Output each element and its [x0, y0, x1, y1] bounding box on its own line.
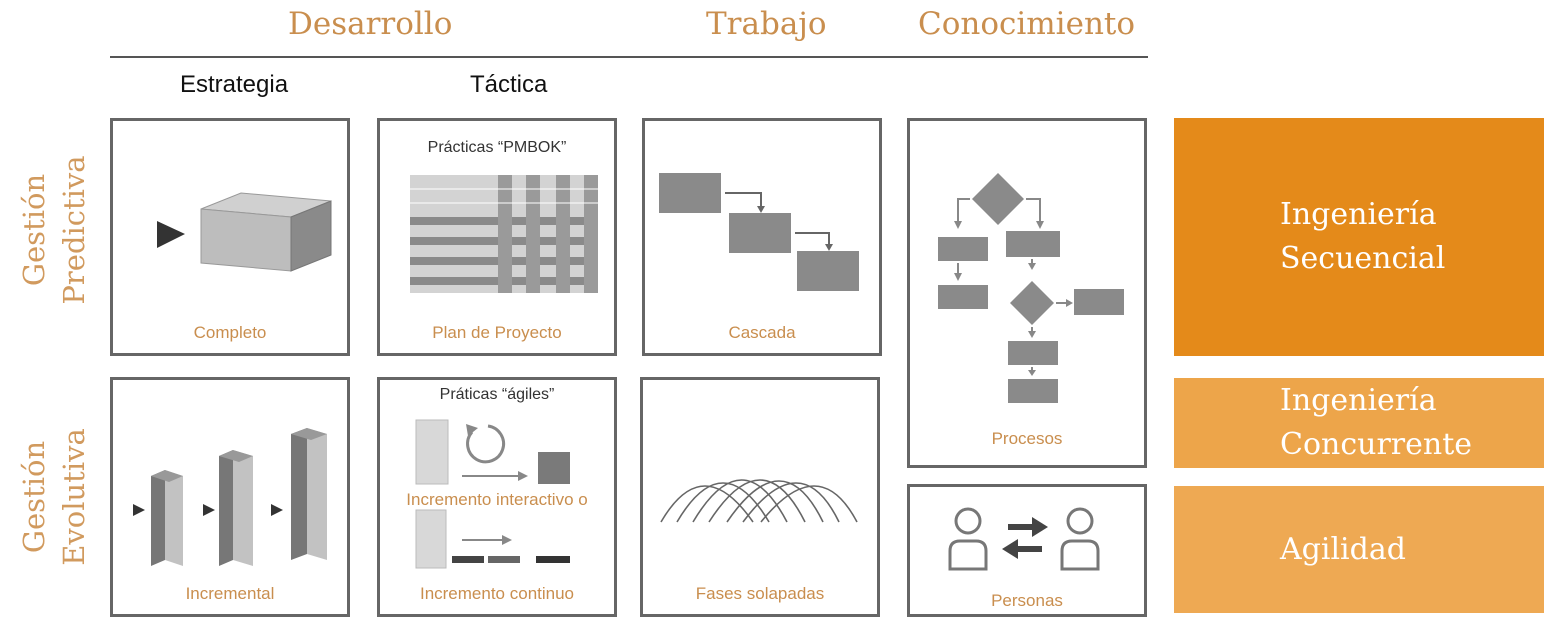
- cell-personas: Personas: [907, 484, 1147, 617]
- caption-completo: Completo: [193, 323, 267, 342]
- band-2-line2: Concurrente: [1280, 427, 1473, 462]
- header-trabajo: Trabajo: [706, 6, 827, 42]
- row-label-evolutiva: Gestión Evolutiva: [14, 382, 94, 612]
- people-exchange-icon: [948, 507, 1100, 571]
- caption-procesos: Procesos: [991, 429, 1063, 448]
- band-agilidad: Agilidad: [1174, 486, 1544, 613]
- cell-cascada: Cascada: [642, 118, 882, 356]
- cell-plan-proyecto: Prácticas “PMBOK” Plan de Proyecto: [377, 118, 617, 356]
- band-3-line1: Agilidad: [1280, 531, 1406, 567]
- incremental-blocks-icon: [133, 428, 327, 566]
- iteration-icon: [415, 419, 570, 569]
- subheader-estrategia: Estrategia: [180, 71, 289, 98]
- band-ingenieria-concurrente: Ingeniería Concurrente: [1174, 378, 1544, 468]
- waterfall-icon: [659, 173, 859, 291]
- header-desarrollo: Desarrollo: [288, 6, 453, 42]
- band-1-line1: Ingeniería: [1280, 197, 1437, 232]
- caption-personas: Personas: [991, 591, 1063, 610]
- plan-title: Prácticas “PMBOK”: [427, 139, 567, 156]
- header-divider: [110, 56, 1148, 58]
- band-2-line1: Ingeniería: [1280, 383, 1437, 418]
- cell-incremental: Incremental: [110, 377, 350, 617]
- caption-incremento-interactivo: Incremento interactivo o: [406, 490, 588, 509]
- caption-fases: Fases solapadas: [695, 584, 825, 603]
- caption-incremental: Incremental: [185, 584, 275, 603]
- agiles-title: Práticas “ágiles”: [439, 386, 555, 403]
- caption-incremento-continuo: Incremento continuo: [419, 584, 575, 603]
- cell-completo: Completo: [110, 118, 350, 356]
- caption-cascada: Cascada: [728, 323, 796, 342]
- row-label-predictiva: Gestión Predictiva: [14, 120, 94, 340]
- caption-plan: Plan de Proyecto: [432, 323, 562, 342]
- header-conocimiento: Conocimiento: [918, 6, 1136, 42]
- flowchart-icon: [938, 173, 1124, 403]
- subheader-tactica: Táctica: [470, 71, 548, 98]
- row-label-predictiva-line2: Predictiva: [57, 155, 91, 305]
- overlapping-phases-icon: [660, 479, 858, 523]
- row-label-evolutiva-line1: Gestión: [17, 440, 51, 554]
- row-label-evolutiva-line2: Evolutiva: [57, 428, 91, 566]
- band-ingenieria-secuencial: Ingeniería Secuencial: [1174, 118, 1544, 356]
- row-label-predictiva-line1: Gestión: [17, 173, 51, 287]
- cell-procesos: Procesos: [907, 118, 1147, 468]
- gantt-table-icon: [410, 175, 598, 293]
- cell-agiles: Práticas “ágiles” Incremento interactivo…: [377, 377, 617, 617]
- band-1-line2: Secuencial: [1280, 241, 1446, 276]
- cell-fases: Fases solapadas: [640, 377, 880, 617]
- box-icon: [157, 192, 332, 272]
